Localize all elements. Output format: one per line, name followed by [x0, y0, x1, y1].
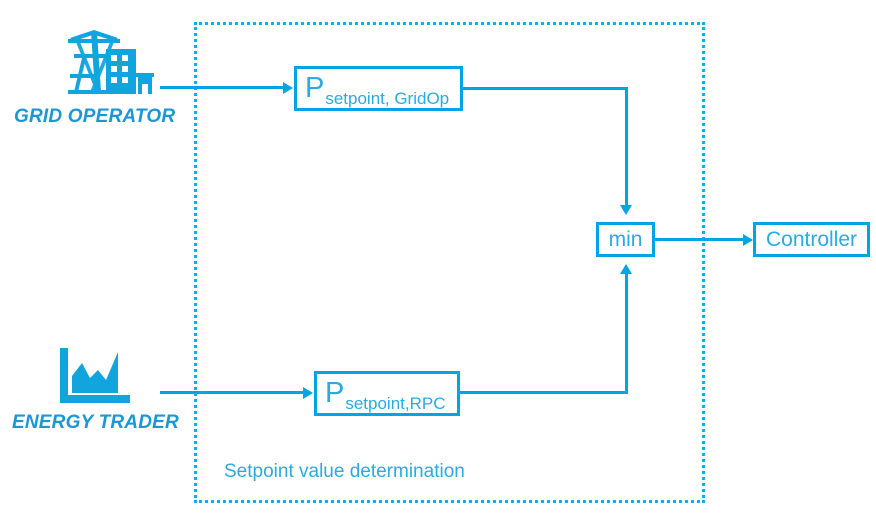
block-controller[interactable]: Controller	[753, 222, 870, 257]
connector-setpoint-gridop-horizontal	[463, 87, 628, 90]
grid-operator-icon	[60, 22, 160, 102]
connector-min-to-controller-arrowhead	[743, 234, 753, 246]
grid-operator-label: GRID OPERATOR	[14, 106, 176, 127]
connector-setpoint-rpc-arrowhead	[620, 264, 632, 274]
group-caption: Setpoint value determination	[224, 461, 465, 482]
connector-gridop-to-setpoint-arrowhead	[283, 82, 293, 94]
connector-trader-to-setpoint	[160, 391, 303, 394]
connector-min-to-controller	[655, 238, 743, 241]
connector-trader-to-setpoint-arrowhead	[303, 387, 313, 399]
block-setpoint-rpc[interactable]: P setpoint,RPC	[314, 371, 460, 416]
block-setpoint-rpc-base: P	[325, 377, 345, 409]
block-min[interactable]: min	[596, 222, 655, 257]
connector-setpoint-gridop-vertical	[625, 87, 628, 205]
connector-setpoint-gridop-arrowhead	[620, 205, 632, 215]
connector-gridop-to-setpoint	[160, 86, 283, 89]
setpoint-determination-group-boundary	[194, 22, 705, 503]
block-min-label: min	[608, 227, 643, 251]
energy-trader-label: ENERGY TRADER	[12, 412, 179, 433]
energy-trader-icon	[58, 348, 138, 410]
block-controller-label: Controller	[765, 227, 858, 251]
connector-setpoint-rpc-horizontal	[460, 391, 628, 394]
block-setpoint-gridop-subscript: setpoint, GridOp	[325, 89, 450, 108]
block-setpoint-rpc-subscript: setpoint,RPC	[345, 394, 446, 413]
block-setpoint-gridop-base: P	[305, 72, 325, 104]
connector-setpoint-rpc-vertical	[625, 274, 628, 394]
block-setpoint-gridop[interactable]: P setpoint, GridOp	[294, 66, 463, 111]
